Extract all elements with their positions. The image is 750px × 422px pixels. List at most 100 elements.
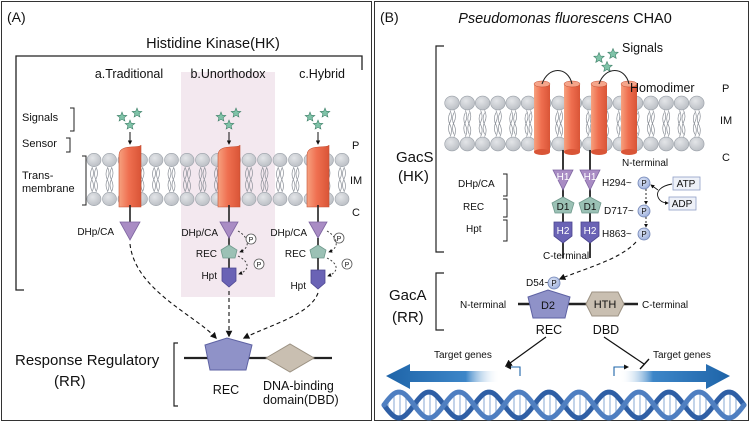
unorth-rec-label: REC: [196, 249, 217, 260]
lipid-tail: [524, 112, 529, 137]
lipid-tail: [478, 112, 483, 137]
lipid-tail: [681, 112, 686, 137]
lipid-tail: [509, 112, 514, 137]
sensor-helix: [306, 144, 330, 208]
homodimer-label: Homodimer: [630, 81, 695, 95]
lipid-tail: [94, 166, 98, 192]
lipid-tail: [171, 167, 176, 193]
repression-bar: [639, 358, 650, 370]
lipid-tail: [249, 166, 253, 192]
lipid-head: [520, 136, 537, 152]
arrow-hk-to-rr: [558, 241, 637, 280]
gaca-bracket: [435, 272, 444, 331]
lipid-head: [334, 153, 350, 167]
promoter-right: [613, 364, 629, 376]
lipid-tail: [291, 166, 296, 192]
lipid-tail: [338, 166, 342, 192]
hybrid-dhp-domain: [308, 221, 328, 239]
lipid-tail: [585, 110, 590, 135]
helix-base: [591, 149, 607, 155]
lipid-tail: [696, 112, 701, 137]
lipid-tail: [94, 167, 98, 193]
lipid-tail: [202, 167, 207, 193]
lipid-tail: [513, 110, 518, 135]
svg-text:P: P: [641, 230, 646, 239]
label-signals: Signals: [22, 112, 59, 124]
lipid-tail: [276, 166, 280, 192]
h2-label-left: H2: [557, 226, 570, 237]
hybrid-phospho-1: P: [333, 232, 345, 244]
lipid-tail: [342, 166, 346, 192]
lipid-tail: [666, 112, 671, 137]
lipid-head: [520, 95, 537, 111]
helix-cylinder: [534, 84, 550, 152]
phospho-d54: P: [547, 276, 561, 290]
panel-b-frame: [374, 1, 749, 421]
lipid-tail: [156, 167, 160, 193]
lipid-tail: [452, 112, 456, 137]
lipid-head: [148, 192, 164, 206]
lipid-head: [179, 153, 195, 167]
lipid-tail: [494, 112, 498, 137]
lipid-head: [505, 95, 521, 111]
trad-dhp-label: DHp/CA: [77, 227, 114, 238]
gaca-dbd-label: DBD: [593, 323, 619, 337]
hybrid-phospho-path: [326, 230, 337, 253]
h1-label-right: H1: [584, 172, 597, 183]
gacs-hpt-label: Hpt: [466, 224, 482, 235]
n-terminal-hk: N-terminal: [622, 158, 668, 169]
lipid-head: [272, 153, 288, 167]
label-sensor: Sensor: [22, 138, 57, 150]
lipid-head: [459, 136, 475, 152]
lipid-head: [334, 192, 350, 206]
lipid-tail: [651, 112, 655, 137]
lipid-tail: [105, 166, 110, 192]
unorth-hpt-label: Hpt: [201, 271, 217, 282]
lipid-tail: [295, 167, 300, 193]
loop-right: [598, 69, 630, 85]
atp-adp-arrow: [657, 183, 673, 206]
lipid-tail: [478, 110, 483, 135]
gacs-rec-label: REC: [463, 202, 484, 213]
side-label-im-a: IM: [350, 175, 362, 187]
adp-box: [668, 196, 697, 211]
lipid-tail: [187, 167, 191, 193]
lipid-tail: [651, 110, 655, 135]
signal-star: [131, 107, 143, 118]
lipid-tail: [524, 110, 529, 135]
lipid-tail: [463, 112, 468, 137]
lipid-tail: [90, 167, 94, 193]
signal-star: [607, 47, 619, 60]
lipid-tail: [616, 112, 621, 137]
lipid-tail: [198, 166, 203, 192]
d1-domain-left: [551, 196, 575, 214]
lipid-tail: [214, 166, 218, 192]
h1-domain-left: [552, 169, 574, 191]
adp-label: ADP: [672, 199, 693, 210]
lipid-tail: [666, 110, 671, 135]
lipid-tail: [494, 110, 498, 135]
lipid-head: [195, 192, 210, 206]
lipid-tail: [662, 110, 667, 135]
lipid-head: [272, 192, 288, 206]
signal-star: [304, 111, 316, 122]
lipid-tail: [509, 110, 514, 135]
unorth-phospho-2: P: [253, 258, 265, 270]
panel-a-tag: (A): [7, 9, 26, 25]
lipid-head: [475, 136, 491, 152]
sensor-helix: [217, 144, 241, 208]
h2-domain-right: [580, 221, 600, 244]
lipid-head: [164, 192, 179, 206]
lipid-tail: [677, 110, 682, 135]
lipid-head: [475, 95, 491, 111]
phospho-d717: P: [637, 204, 651, 218]
lipid-tail: [167, 166, 172, 192]
gacs-label-1: GacS: [396, 149, 434, 166]
hybrid-dhp-label: DHp/CA: [270, 228, 307, 239]
gaca-n-terminal: N-terminal: [460, 300, 506, 311]
lipid-tail: [338, 167, 342, 193]
sensor-bracket: [66, 137, 71, 153]
hybrid-phospho-2: P: [341, 258, 353, 270]
signals-label-b: Signals: [622, 41, 663, 55]
svg-text:P: P: [345, 262, 350, 269]
